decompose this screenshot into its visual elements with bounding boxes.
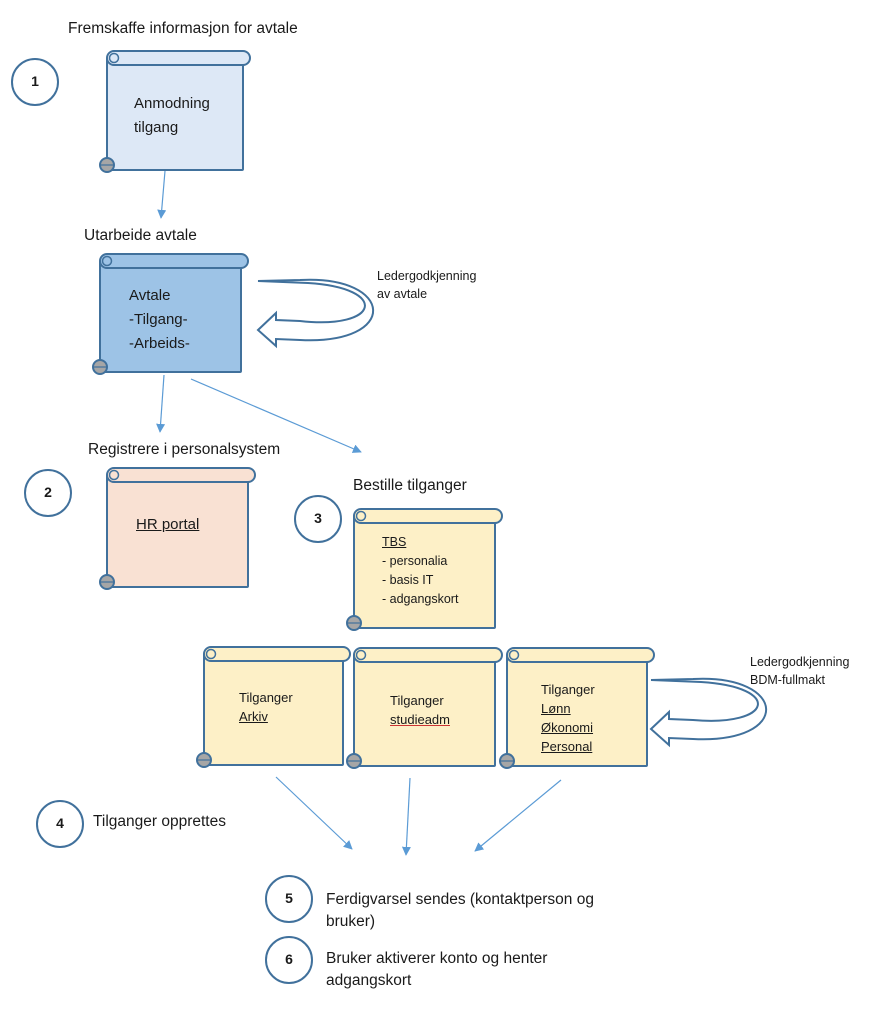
approval-label-1: Ledergodkjenning av avtale bbox=[377, 267, 476, 303]
arrow-arkiv-to-done bbox=[275, 776, 353, 850]
avtale-line: -Tilgang- bbox=[129, 311, 188, 328]
avtale-line: -Arbeids- bbox=[129, 335, 190, 352]
lonn-line: Lønn bbox=[541, 701, 571, 716]
arrow-anmodning-to-avtale bbox=[157, 170, 167, 219]
arrow-studieadm-to-done bbox=[401, 777, 411, 856]
tbs-text: TBS - personalia - basis IT - adgangskor… bbox=[382, 533, 458, 609]
avtale-line: Avtale bbox=[129, 287, 171, 304]
approval-label-2: Ledergodkjenning BDM-fullmakt bbox=[750, 653, 849, 689]
step-6-title: Bruker aktiverer konto og henter adgangs… bbox=[326, 948, 547, 992]
arkiv-text: Tilganger Arkiv bbox=[239, 688, 293, 726]
lonn-line: Personal bbox=[541, 739, 593, 754]
hr-portal-scroll bbox=[99, 467, 256, 590]
step-5-number: 5 bbox=[285, 890, 293, 906]
studieadm-text: Tilganger studieadm bbox=[390, 691, 450, 729]
tbs-item: - basis IT bbox=[382, 573, 434, 587]
step-5-circle bbox=[265, 875, 313, 923]
anmodning-line: tilgang bbox=[134, 119, 179, 136]
tbs-item: - adgangskort bbox=[382, 592, 459, 606]
approval-label-line: av avtale bbox=[377, 287, 428, 301]
arkiv-scroll bbox=[196, 646, 351, 768]
anmodning-line: Anmodning bbox=[134, 95, 210, 112]
step-2-number: 2 bbox=[44, 484, 52, 500]
step-1-title: Fremskaffe informasjon for avtale bbox=[68, 20, 298, 37]
approval-label-line: Ledergodkjenning bbox=[750, 655, 850, 669]
step-3-title: Bestille tilganger bbox=[353, 477, 467, 494]
step-5-title: Ferdigvarsel sendes (kontaktperson og br… bbox=[326, 889, 594, 933]
studieadm-scroll bbox=[346, 647, 503, 769]
lonn-text: Tilganger Lønn Økonomi Personal bbox=[541, 680, 595, 756]
step-6-number: 6 bbox=[285, 951, 293, 967]
studieadm-line: studieadm bbox=[390, 712, 450, 727]
approval-label-line: Ledergodkjenning bbox=[377, 269, 477, 283]
step-3-circle bbox=[294, 495, 342, 543]
anmodning-text: Anmodning tilgang bbox=[134, 92, 210, 140]
step-6-line: adgangskort bbox=[326, 972, 412, 989]
step-6-circle bbox=[265, 936, 313, 984]
avtale-scroll bbox=[92, 253, 249, 375]
step-5-line: Ferdigvarsel sendes (kontaktperson og bbox=[326, 891, 594, 908]
step-3-number: 3 bbox=[314, 510, 322, 526]
lonn-scroll bbox=[499, 647, 655, 769]
tbs-scroll bbox=[346, 508, 503, 631]
arrow-avtale-to-bestille bbox=[190, 378, 362, 453]
approval-loop-arrow-2 bbox=[649, 677, 767, 748]
approval-label-line: BDM-fullmakt bbox=[750, 673, 826, 687]
arkiv-line: Arkiv bbox=[239, 709, 268, 724]
anmodning-scroll bbox=[99, 50, 251, 173]
step-2-title: Registrere i personalsystem bbox=[88, 441, 281, 458]
step-4-circle bbox=[36, 800, 84, 848]
tbs-item: - personalia bbox=[382, 554, 448, 568]
step-5-line: bruker) bbox=[326, 913, 376, 930]
tbs-title: TBS bbox=[382, 535, 407, 549]
lonn-line: Økonomi bbox=[541, 720, 594, 735]
step-1-number: 1 bbox=[31, 73, 39, 89]
studieadm-line: Tilganger bbox=[390, 693, 444, 708]
step-2-circle bbox=[24, 469, 72, 517]
approval-loop-arrow-1 bbox=[256, 278, 374, 349]
lonn-line: Tilganger bbox=[541, 682, 595, 697]
step-4-number: 4 bbox=[56, 815, 64, 831]
arrow-avtale-to-hr bbox=[156, 374, 166, 433]
step-6-line: Bruker aktiverer konto og henter bbox=[326, 950, 548, 967]
avtale-stage-title: Utarbeide avtale bbox=[84, 227, 197, 244]
hr-portal-link[interactable]: HR portal bbox=[136, 516, 200, 533]
arrow-lonn-to-done bbox=[474, 779, 562, 852]
step-1-circle bbox=[11, 58, 59, 106]
avtale-text: Avtale -Tilgang- -Arbeids- bbox=[129, 284, 190, 356]
arkiv-line: Tilganger bbox=[239, 690, 293, 705]
step-4-title: Tilganger opprettes bbox=[93, 813, 226, 830]
